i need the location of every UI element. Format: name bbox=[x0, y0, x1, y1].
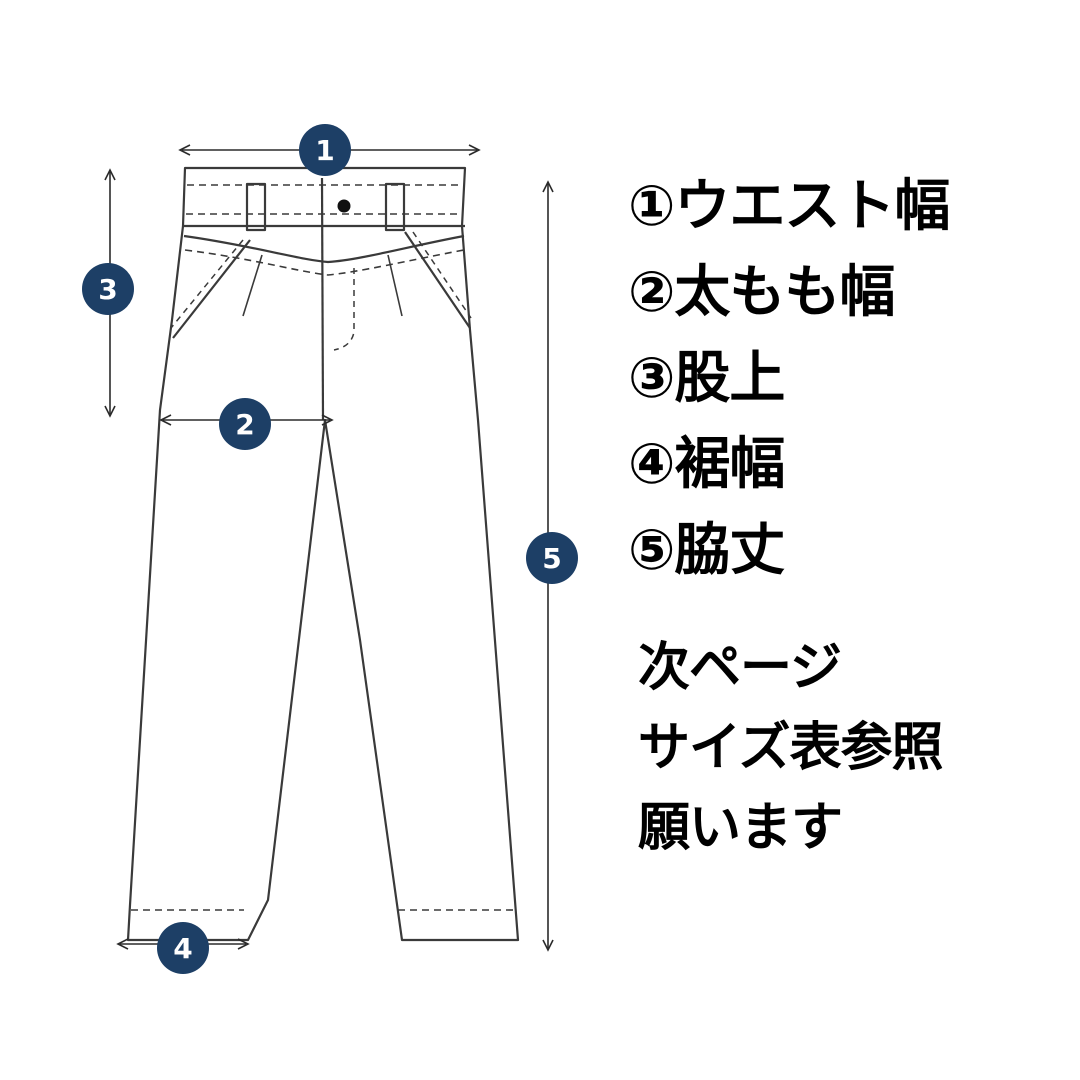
outseam-measure-arrow-top bbox=[542, 180, 554, 193]
pocket-left-stitch bbox=[170, 239, 244, 329]
legend-item-waist: ①ウエスト幅 bbox=[628, 174, 950, 239]
marker-1-label: 1 bbox=[315, 134, 334, 167]
waist-measure-arrow-right bbox=[468, 144, 481, 156]
marker-5-label: 5 bbox=[542, 542, 561, 575]
pleat-right bbox=[387, 254, 403, 317]
legend-item-rise: ③股上 bbox=[628, 346, 785, 411]
pocket-right-stitch bbox=[412, 231, 472, 319]
note-line-3: 願います bbox=[638, 798, 843, 858]
marker-2: 2 bbox=[219, 398, 271, 450]
pants-drawing bbox=[126, 166, 520, 942]
hem-measure-arrow-left bbox=[116, 938, 129, 950]
pocket-right bbox=[404, 231, 471, 329]
waist-measure-arrow-left bbox=[178, 144, 191, 156]
marker-1-circle bbox=[299, 124, 351, 176]
legend-item-outseam: ⑤脇丈 bbox=[628, 518, 785, 583]
legend-item-thigh: ②太もも幅 bbox=[628, 260, 895, 325]
thigh-measure-arrow-left bbox=[159, 414, 172, 426]
measurement-legend: ①ウエスト幅 ②太もも幅 ③股上 ④裾幅 ⑤脇丈 bbox=[628, 164, 950, 594]
size-chart-note: 次ページ サイズ表参照 願います bbox=[638, 628, 943, 868]
measurement-lines bbox=[104, 144, 554, 952]
marker-4: 4 bbox=[157, 922, 209, 974]
note-line-2: サイズ表参照 bbox=[638, 718, 943, 778]
marker-5: 5 bbox=[526, 532, 578, 584]
pleat-left bbox=[242, 254, 263, 317]
marker-3-label: 3 bbox=[98, 273, 117, 306]
outseam-measure-arrow-bottom bbox=[542, 939, 554, 952]
pocket-left bbox=[172, 239, 251, 339]
marker-4-circle bbox=[157, 922, 209, 974]
fly-stitch bbox=[333, 268, 355, 351]
rise-measure-arrow-bottom bbox=[104, 405, 116, 418]
rise-measure-arrow-top bbox=[104, 168, 116, 181]
marker-1: 1 bbox=[299, 124, 351, 176]
hem-measure-arrow-right bbox=[237, 938, 250, 950]
fly-seam bbox=[320, 177, 325, 421]
belt-loop-left bbox=[245, 182, 267, 232]
marker-2-circle bbox=[219, 398, 271, 450]
marker-3: 3 bbox=[82, 263, 134, 315]
yoke-stitch bbox=[184, 249, 465, 276]
thigh-measure-arrow-right bbox=[321, 414, 334, 426]
belt-loop-right bbox=[384, 182, 406, 232]
marker-4-label: 4 bbox=[173, 932, 192, 965]
marker-5-circle bbox=[526, 532, 578, 584]
marker-3-circle bbox=[82, 263, 134, 315]
marker-2-label: 2 bbox=[235, 408, 254, 441]
note-line-1: 次ページ bbox=[638, 638, 842, 698]
legend-item-hem: ④裾幅 bbox=[628, 432, 785, 497]
waist-button bbox=[337, 199, 351, 213]
